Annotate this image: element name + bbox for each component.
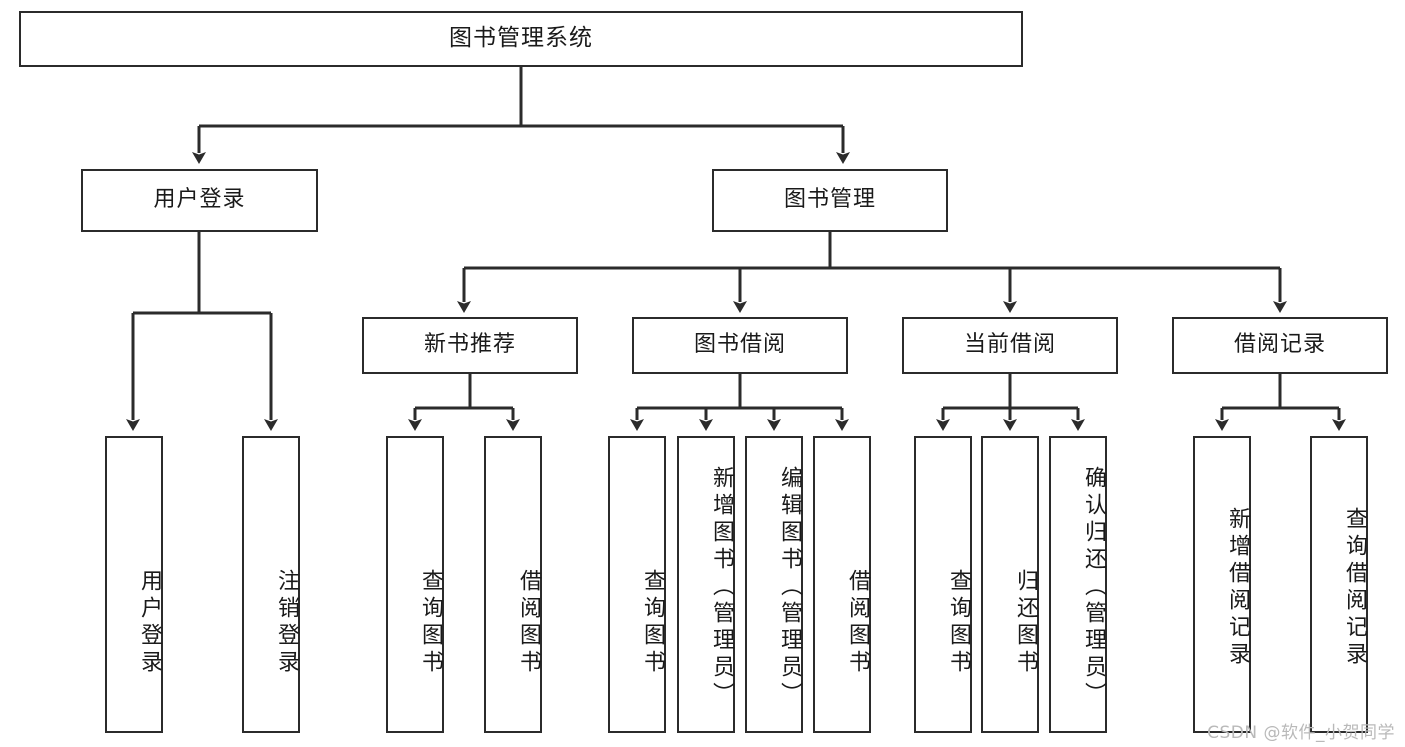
leaf-query-book-current[interactable]: 查询图书 [914,436,972,733]
node-label: 图书借阅 [693,332,786,358]
node-label: 用户登录 [153,187,246,213]
leaf-borrow-book-recommend[interactable]: 借阅图书 [484,436,542,733]
node-label: 借阅记录 [1233,332,1326,358]
node-label: 新书推荐 [423,332,516,358]
node-label: 新增借阅记录 [1225,506,1250,669]
node-root-system[interactable]: 图书管理系统 [19,11,1023,67]
node-label: 图书管理系统 [449,25,593,52]
node-current-borrow[interactable]: 当前借阅 [902,317,1118,374]
node-user-login[interactable]: 用户登录 [81,169,318,232]
node-label: 查询借阅记录 [1342,506,1367,669]
node-book-management[interactable]: 图书管理 [712,169,948,232]
leaf-add-borrow-record[interactable]: 新增借阅记录 [1193,436,1251,733]
node-borrow-record[interactable]: 借阅记录 [1172,317,1388,374]
leaf-query-book-recommend[interactable]: 查询图书 [386,436,444,733]
node-new-book-recommend[interactable]: 新书推荐 [362,317,578,374]
node-label: 查询图书 [640,568,665,677]
leaf-edit-book-admin[interactable]: 编辑图书（管理员） [745,436,803,733]
node-label: 借阅图书 [845,568,870,677]
node-label: 新增图书（管理员） [709,466,734,709]
node-label: 图书管理 [783,187,876,213]
leaf-borrow-book[interactable]: 借阅图书 [813,436,871,733]
node-label: 用户登录 [137,568,162,677]
leaf-query-borrow-record[interactable]: 查询借阅记录 [1310,436,1368,733]
node-label: 归还图书 [1013,568,1038,677]
node-label: 借阅图书 [516,568,541,677]
node-label: 确认归还（管理员） [1081,466,1106,709]
node-label: 注销登录 [274,568,299,677]
leaf-logout[interactable]: 注销登录 [242,436,300,733]
leaf-query-book-borrow[interactable]: 查询图书 [608,436,666,733]
node-label: 编辑图书（管理员） [777,466,802,709]
node-label: 当前借阅 [963,332,1056,358]
leaf-confirm-return-admin[interactable]: 确认归还（管理员） [1049,436,1107,733]
csdn-watermark: CSDN @软件_小贺同学 [1207,723,1395,743]
leaf-return-book[interactable]: 归还图书 [981,436,1039,733]
leaf-user-login[interactable]: 用户登录 [105,436,163,733]
node-book-borrow[interactable]: 图书借阅 [632,317,848,374]
leaf-add-book-admin[interactable]: 新增图书（管理员） [677,436,735,733]
node-label: 查询图书 [946,568,971,677]
node-label: 查询图书 [418,568,443,677]
